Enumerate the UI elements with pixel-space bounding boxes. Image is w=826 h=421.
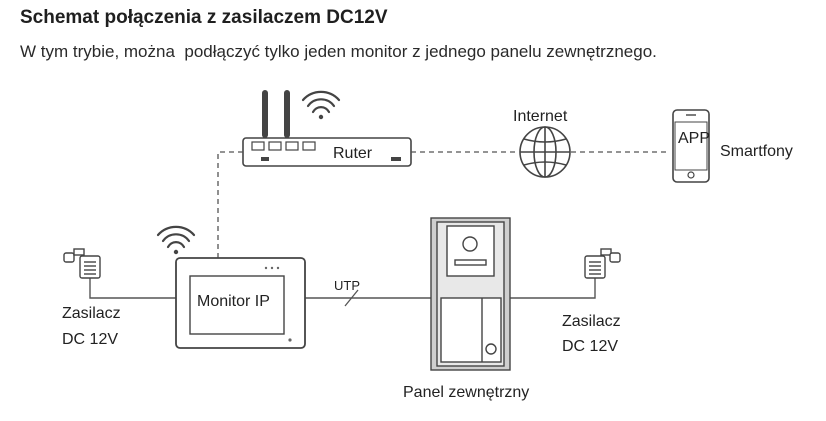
- utp-cable-mark: [344, 289, 359, 307]
- globe-icon: [519, 126, 571, 178]
- utp-label: UTP: [334, 278, 360, 293]
- router-wifi-icon: [301, 90, 341, 120]
- smartphone-icon: [672, 109, 710, 183]
- app-label: APP: [678, 130, 710, 147]
- internet-label: Internet: [513, 108, 568, 125]
- power-right-line1: Zasilacz: [562, 313, 621, 330]
- monitor-wifi-icon: [156, 225, 196, 255]
- page-title: Schemat połączenia z zasilaczem DC12V: [20, 7, 388, 28]
- page-subtitle: W tym trybie, można podłączyć tylko jede…: [20, 42, 657, 61]
- power-adapter-icon-right: [584, 248, 621, 279]
- monitor-label: Monitor IP: [197, 293, 270, 310]
- network-links: [217, 151, 670, 258]
- power-right-line2: DC 12V: [562, 338, 618, 355]
- monitor-icon: [175, 257, 306, 349]
- power-adapter-icon-left: [63, 248, 101, 279]
- panel-label: Panel zewnętrzny: [403, 384, 529, 401]
- door-panel-icon: [430, 217, 511, 371]
- power-cables: [89, 278, 596, 299]
- router-icon: [242, 90, 412, 167]
- smartphones-label: Smartfony: [720, 143, 793, 160]
- power-left-line2: DC 12V: [62, 331, 118, 348]
- router-label: Ruter: [333, 145, 373, 162]
- power-left-line1: Zasilacz: [62, 305, 121, 322]
